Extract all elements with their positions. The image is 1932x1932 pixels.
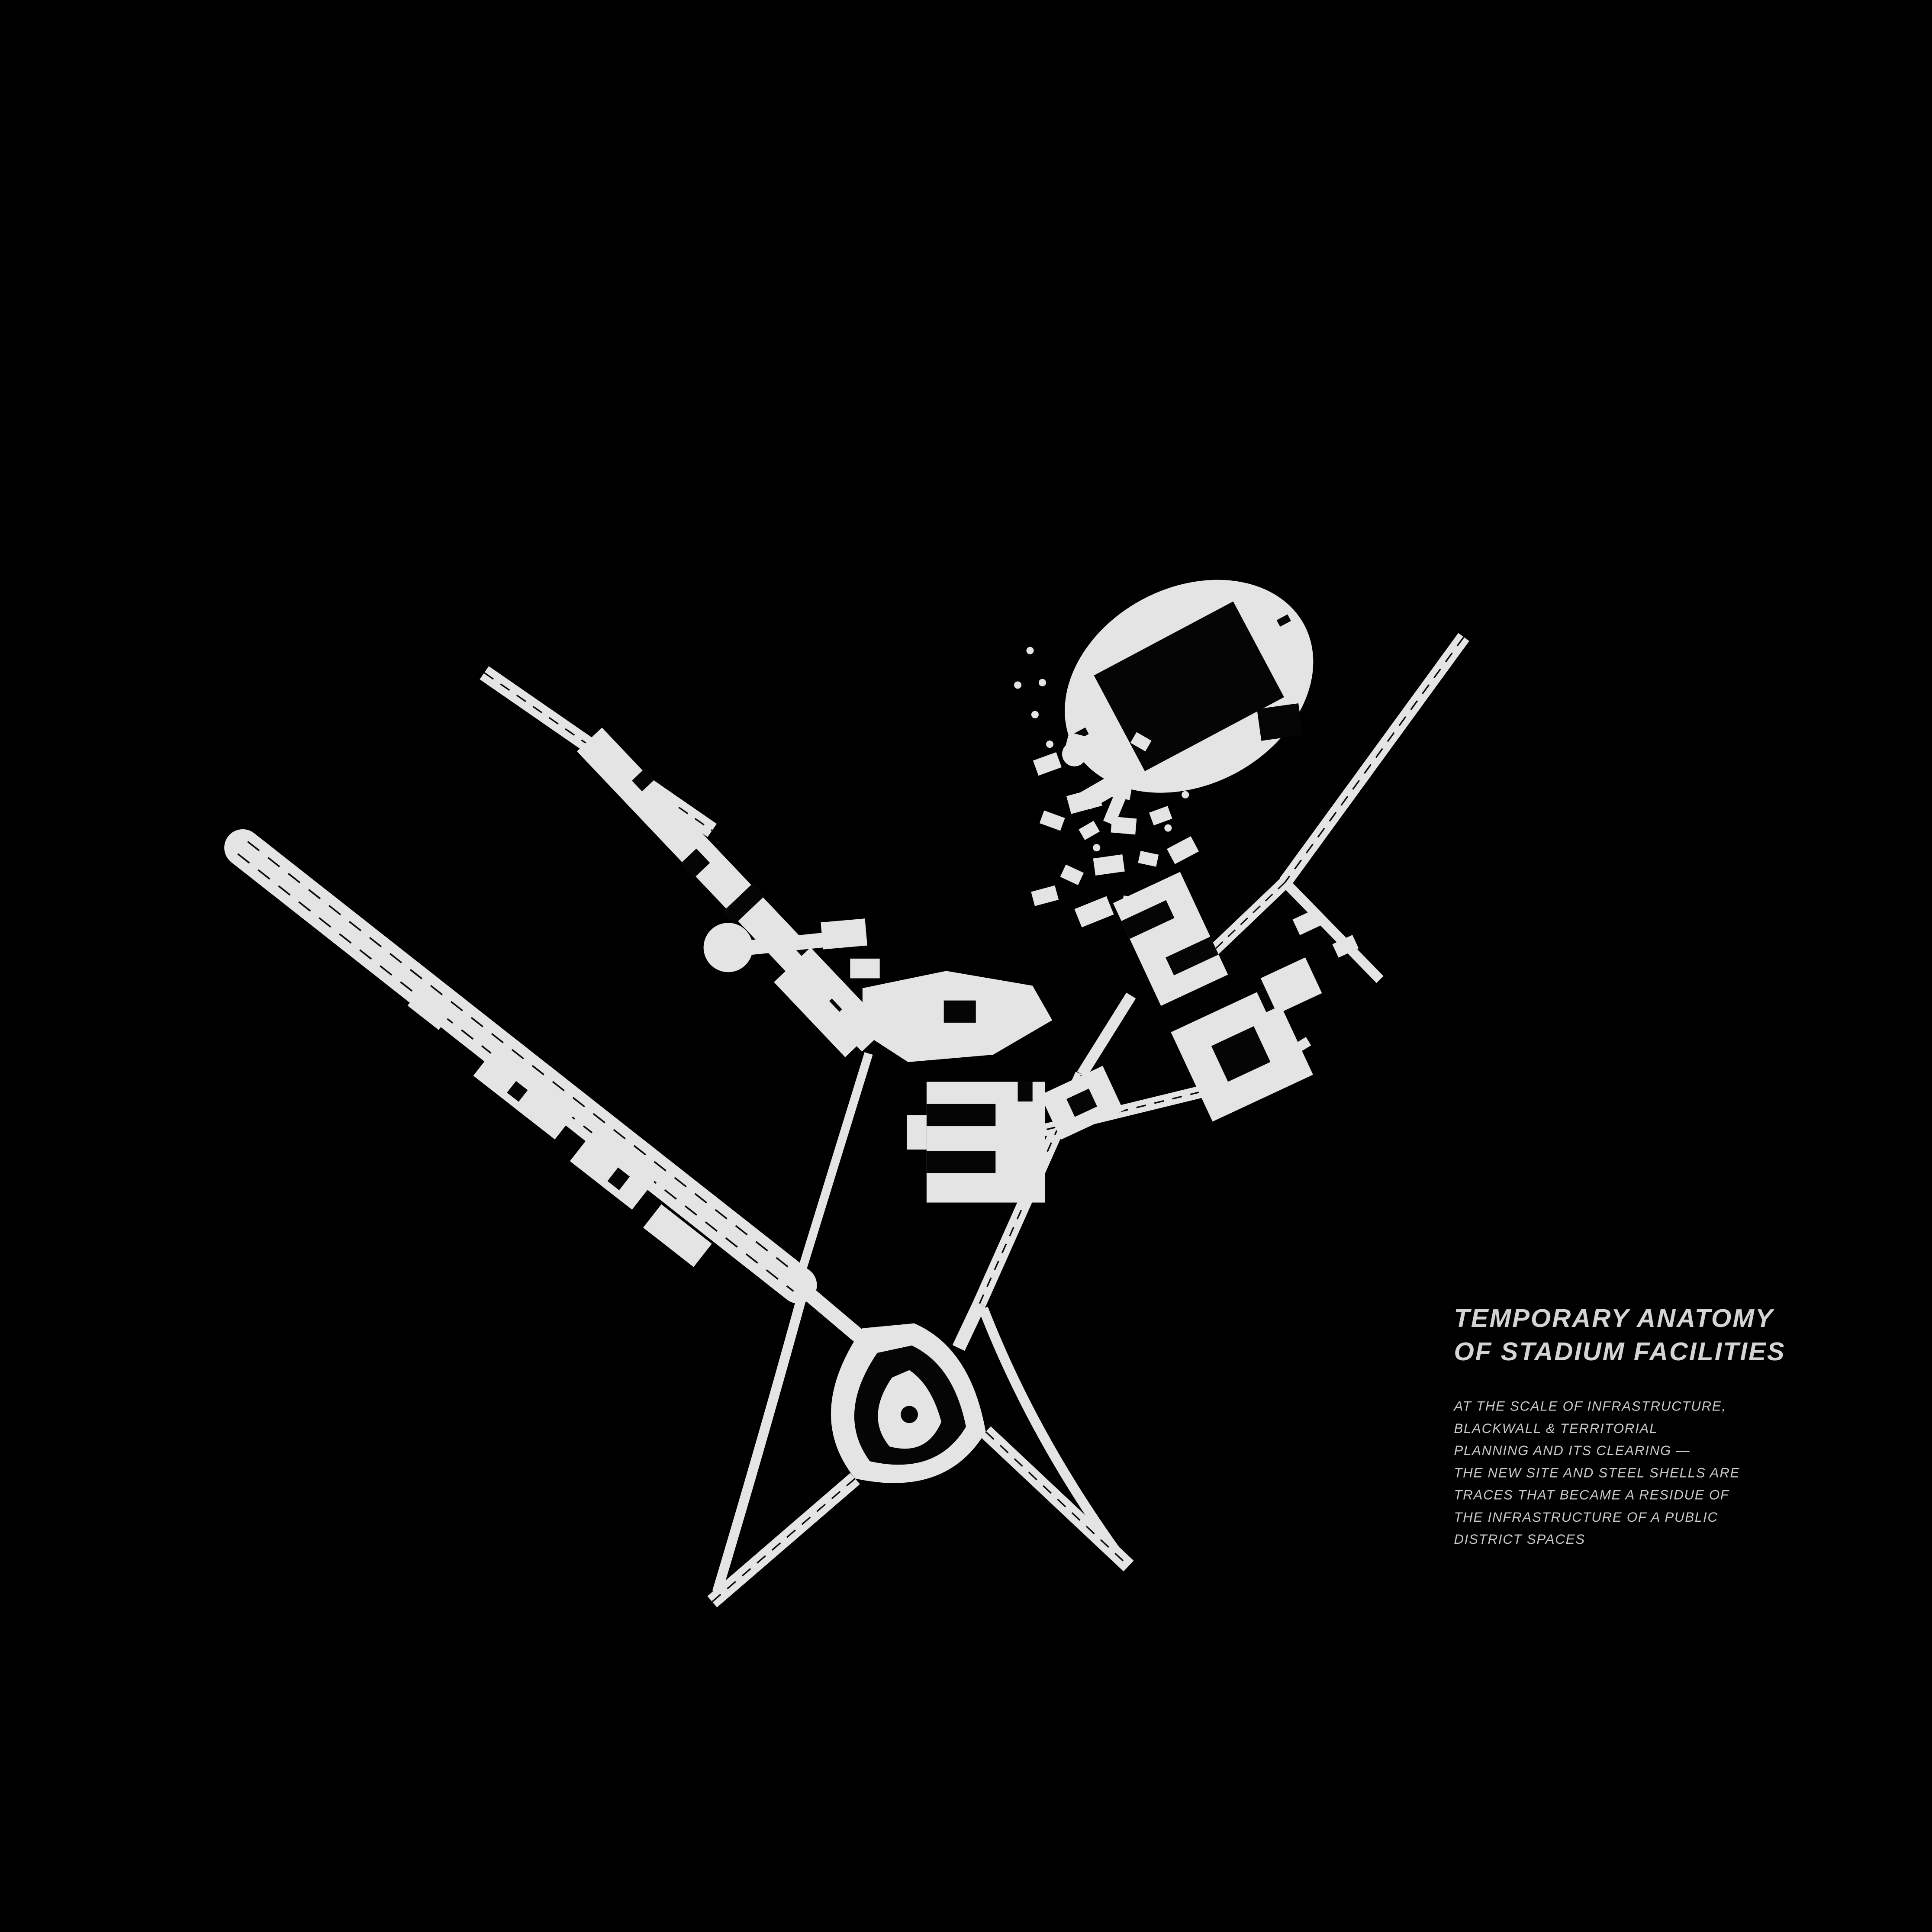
annotation-body-line: BLACKWALL & TERRITORIAL (1454, 1422, 1658, 1437)
annotation-title-line1: TEMPORARY ANATOMY (1454, 1304, 1774, 1333)
annotation-body-line: AT THE SCALE OF INFRASTRUCTURE, (1454, 1400, 1726, 1415)
building-strip-2 (774, 963, 865, 1057)
annotation-body-line: TRACES THAT BECAME A RESIDUE OF (1454, 1488, 1729, 1504)
roundabout (703, 918, 880, 979)
building-s (1113, 872, 1228, 1006)
annotation-body-line: PLANNING AND ITS CLEARING — (1454, 1444, 1690, 1459)
annotation-body: AT THE SCALE OF INFRASTRUCTURE, BLACKWAL… (1454, 1396, 1836, 1552)
annotation-title-line2: OF STADIUM FACILITIES (1454, 1338, 1786, 1367)
building-strip (576, 728, 887, 1052)
building-cluster (703, 647, 1322, 1203)
building-e (907, 1082, 1045, 1203)
motorway (224, 829, 817, 1304)
stadium-pitch (1094, 601, 1284, 771)
building-right-small (1260, 957, 1322, 1014)
annotation-body-line: THE INFRASTRUCTURE OF A PUBLIC (1454, 1510, 1718, 1526)
building-courtyard (1171, 985, 1313, 1122)
stadium (1065, 580, 1314, 793)
highway-interchange (707, 1279, 1134, 1607)
annotation-body-line: THE NEW SITE AND STEEL SHELLS ARE (1454, 1466, 1740, 1481)
motorway-buildings (407, 992, 712, 1267)
building-mid (1040, 1066, 1124, 1140)
annotation-block: TEMPORARY ANATOMY OF STADIUM FACILITIES … (1454, 1302, 1836, 1551)
annotation-body-line: DISTRICT SPACES (1454, 1533, 1585, 1548)
